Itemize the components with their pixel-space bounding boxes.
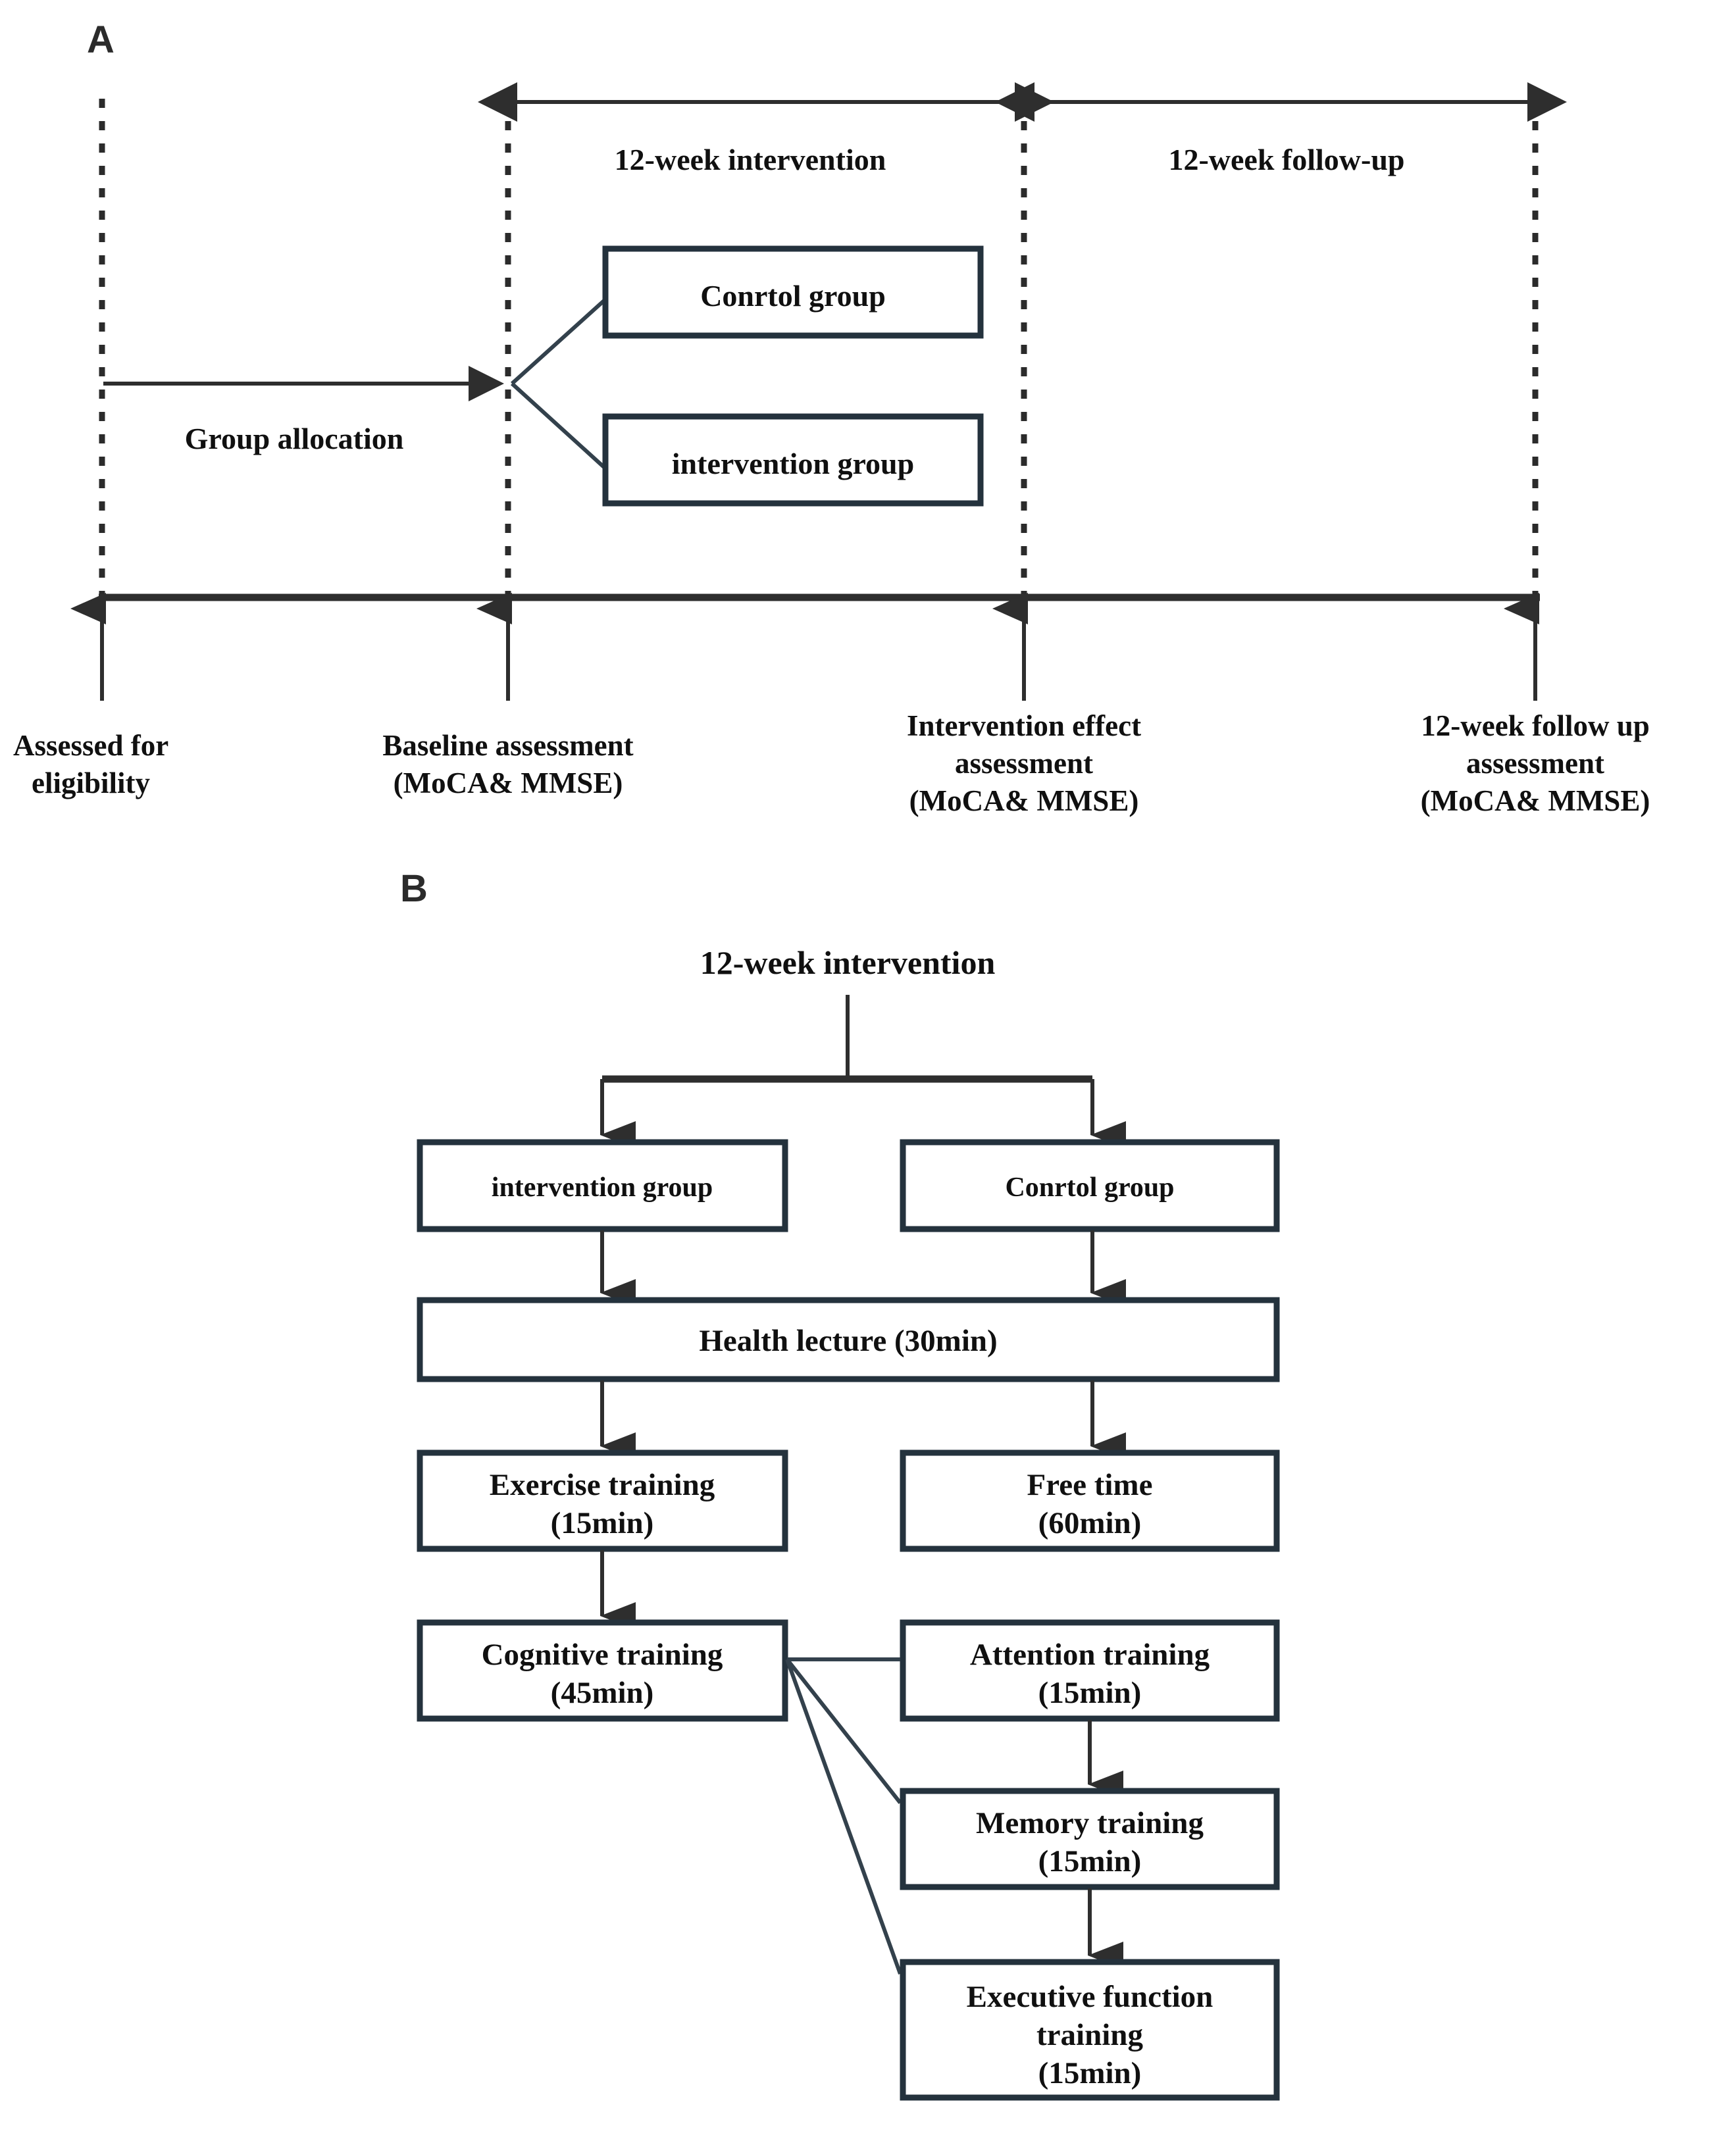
timeline-label-intervention-effect-line3: (MoCA& MMSE) — [909, 784, 1139, 817]
box-intervention-group[interactable] — [602, 413, 984, 507]
connector-cognitive-to-memory — [785, 1658, 902, 1804]
span-label-followup: 12-week follow-up — [1168, 143, 1404, 176]
box-b-control-group[interactable] — [900, 1139, 1280, 1232]
timeline-label-followup-line2: assessment — [1466, 747, 1604, 780]
box-control-group-label: Conrtol group — [700, 279, 886, 313]
timeline-label-followup: 12-week follow up assessment (MoCA& MMSE… — [1421, 709, 1650, 817]
group-allocation-label: Group allocation — [185, 422, 404, 455]
box-attention-training-label-line2: (15min) — [1038, 1676, 1142, 1710]
timeline-label-eligibility-line2: eligibility — [32, 767, 151, 799]
timeline-label-followup-line1: 12-week follow up — [1421, 709, 1650, 742]
box-executive-training-label-line1: Executive function — [967, 1980, 1213, 2014]
box-free-time[interactable] — [900, 1449, 1280, 1552]
timeline-label-eligibility-line1: Assessed for — [13, 729, 168, 762]
box-free-time-label-line1: Free time — [1027, 1468, 1153, 1502]
timeline-label-intervention-effect-line1: Intervention effect — [907, 709, 1141, 742]
box-attention-training[interactable] — [900, 1619, 1280, 1722]
timeline-label-baseline-line1: Baseline assessment — [382, 729, 633, 762]
timeline-label-baseline: Baseline assessment (MoCA& MMSE) — [382, 729, 633, 799]
panel-b-title: 12-week intervention — [700, 944, 996, 981]
box-health-lecture[interactable] — [417, 1297, 1280, 1382]
box-intervention-group-label: intervention group — [672, 447, 914, 480]
panel-b-letter: B — [400, 867, 428, 910]
split-line-to-intervention — [510, 382, 607, 470]
box-memory-training[interactable] — [900, 1788, 1280, 1890]
span-label-intervention: 12-week intervention — [615, 143, 886, 176]
box-b-intervention-group[interactable] — [417, 1139, 788, 1232]
panel-a: A 12-week intervention 12-week follow-up… — [13, 18, 1650, 817]
box-memory-training-label-line1: Memory training — [976, 1806, 1204, 1840]
timeline-label-intervention-effect-line2: assessment — [955, 747, 1093, 780]
connector-cognitive-to-executive — [785, 1658, 902, 1975]
box-cognitive-training-label-line1: Cognitive training — [482, 1638, 723, 1672]
box-attention-training-label-line1: Attention training — [970, 1638, 1210, 1672]
box-exercise-training-label-line1: Exercise training — [490, 1468, 715, 1502]
box-memory-training-label-line2: (15min) — [1038, 1844, 1142, 1878]
panel-b: B 12-week intervention intervention grou… — [400, 867, 1280, 2101]
timeline-label-baseline-line2: (MoCA& MMSE) — [394, 767, 623, 799]
box-control-group[interactable] — [602, 245, 984, 339]
timeline-label-eligibility: Assessed for eligibility — [13, 729, 168, 799]
box-executive-function-training[interactable] — [900, 1959, 1280, 2101]
box-free-time-label-line2: (60min) — [1038, 1506, 1142, 1540]
box-exercise-training-label-line2: (15min) — [551, 1506, 654, 1540]
timeline-label-intervention-effect: Intervention effect assessment (MoCA& MM… — [907, 709, 1141, 817]
box-health-lecture-label: Health lecture (30min) — [699, 1324, 997, 1358]
box-exercise-training[interactable] — [417, 1449, 788, 1552]
timeline-label-followup-line3: (MoCA& MMSE) — [1421, 784, 1650, 817]
box-cognitive-training[interactable] — [417, 1619, 788, 1722]
box-b-control-group-label: Conrtol group — [1005, 1172, 1174, 1203]
box-cognitive-training-label-line2: (45min) — [551, 1676, 654, 1710]
panel-a-letter: A — [87, 18, 115, 61]
box-executive-training-label-line2: training — [1036, 2018, 1143, 2052]
split-line-to-control — [510, 297, 607, 386]
box-executive-training-label-line3: (15min) — [1038, 2056, 1142, 2090]
box-b-intervention-group-label: intervention group — [492, 1172, 713, 1203]
